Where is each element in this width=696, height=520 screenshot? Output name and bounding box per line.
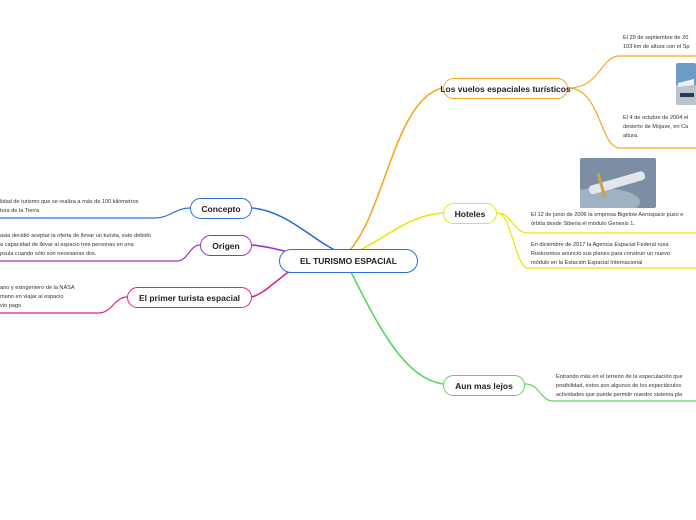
connector-concepto — [252, 208, 345, 255]
note-hoteles-2: En diciembre de 2017 la Agencia Espacial… — [531, 241, 696, 267]
topic-primer-label: El primer turista espacial — [139, 293, 240, 303]
topic-lejos-label: Aun mas lejos — [455, 381, 513, 391]
connector-hoteles — [360, 213, 443, 250]
topic-origen-label: Origen — [212, 241, 239, 251]
note-lejos-1: Entrando más en el terreno de la especul… — [556, 373, 696, 399]
topic-lejos[interactable]: Aun mas lejos — [443, 375, 525, 396]
topic-origen[interactable]: Origen — [200, 235, 252, 256]
note-vuelos-2: El 4 de octubre de 2004 el desierto de M… — [623, 114, 696, 140]
hoteles-image — [580, 158, 656, 208]
topic-hoteles-label: Hoteles — [455, 209, 486, 219]
vuelos-image — [676, 63, 696, 105]
note-hoteles-1: El 12 de junio de 2006 la empresa Bigelo… — [531, 211, 696, 229]
connector-lejos — [350, 270, 443, 384]
note-vuelos-1: El 29 de septiembre de 20 103 km de altu… — [623, 34, 696, 52]
topic-concepto-label: Concepto — [201, 204, 240, 214]
connector-vuelos — [350, 88, 442, 250]
note-origen-1: asia decidió aceptar la oferta de llevar… — [0, 232, 198, 258]
central-topic-label: EL TURISMO ESPACIAL — [300, 256, 397, 266]
topic-vuelos-label: Los vuelos espaciales turísticos — [440, 84, 570, 94]
topic-vuelos[interactable]: Los vuelos espaciales turísticos — [443, 78, 568, 99]
note-concepto-1: lidad de turismo que se realiza a más de… — [0, 198, 185, 216]
topic-primer[interactable]: El primer turista espacial — [127, 287, 252, 308]
topic-concepto[interactable]: Concepto — [190, 198, 252, 219]
note-primer-1: ano y exingeniero de la NASA mano en via… — [0, 284, 120, 310]
topic-hoteles[interactable]: Hoteles — [443, 203, 497, 224]
central-topic[interactable]: EL TURISMO ESPACIAL — [279, 249, 418, 273]
